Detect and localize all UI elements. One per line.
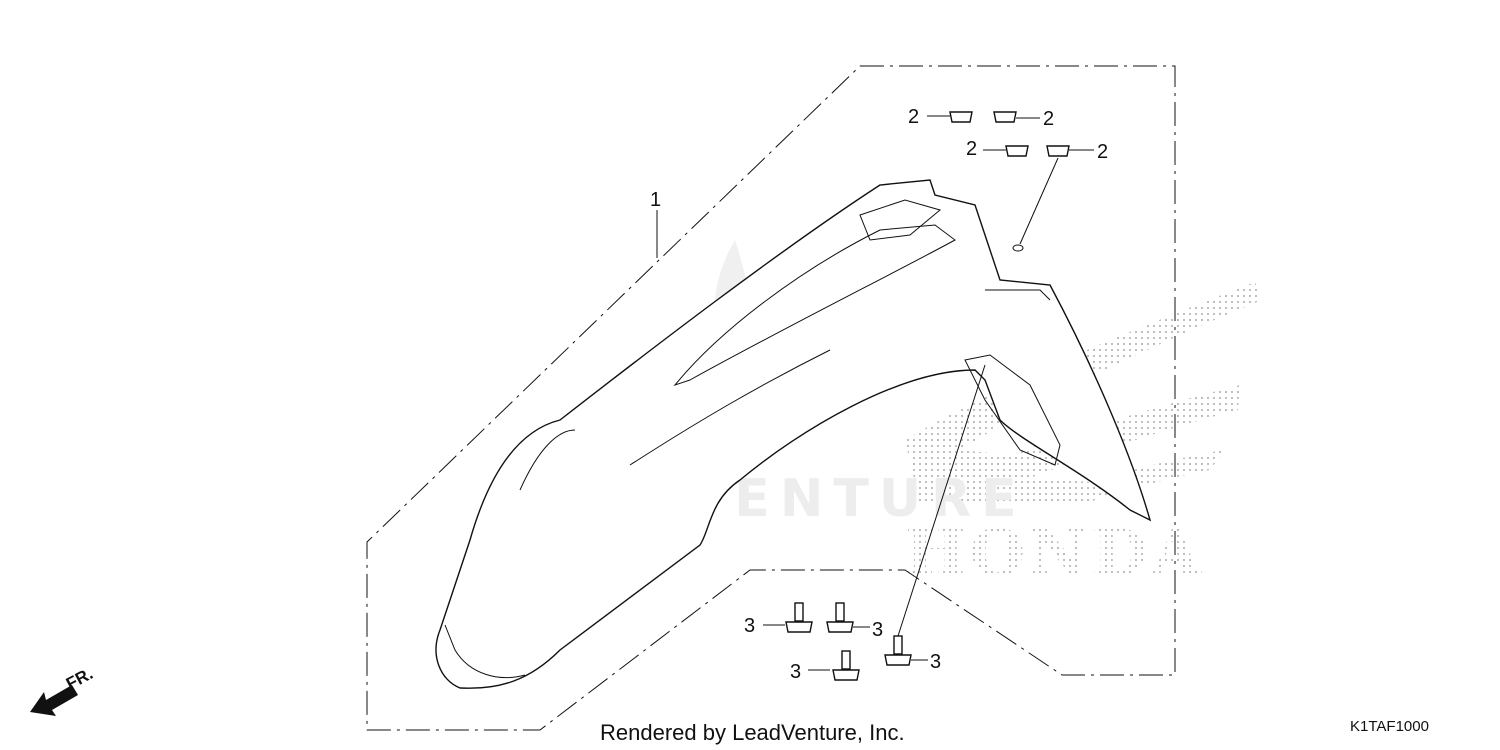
forward-direction-indicator: FR. <box>30 664 96 716</box>
grommet-3 <box>983 145 1029 157</box>
grommet-4 <box>1019 145 1094 245</box>
honda-brand-watermark: HONDA <box>905 516 1205 591</box>
diagram-code: K1TAF1000 <box>1350 718 1429 735</box>
callout-2c-label: 2 <box>966 138 977 160</box>
render-credit: Rendered by LeadVenture, Inc. <box>600 720 905 745</box>
assembly-outline <box>366 65 1176 731</box>
grommet-1 <box>927 111 973 123</box>
fender-tab-line <box>985 289 1051 301</box>
bolt-icon <box>835 602 845 622</box>
front-fender <box>435 179 1152 689</box>
mount-hole <box>1012 244 1024 252</box>
fender-body <box>435 179 1152 689</box>
wing-shape <box>905 282 1262 505</box>
grommet-2 <box>993 111 1040 123</box>
callout-3b-label: 3 <box>872 619 883 641</box>
bolt-icon <box>794 602 804 622</box>
honda-wing-watermark <box>905 282 1262 505</box>
fender-vent <box>859 199 942 241</box>
bolt-to-fender-leader <box>897 364 986 637</box>
bolt-1 <box>763 602 813 633</box>
callout-2b-label: 2 <box>1043 108 1054 130</box>
fender-rim-line <box>444 624 526 678</box>
grommet-icon <box>1005 145 1029 157</box>
grommet-icon <box>993 111 1017 123</box>
bolt-icon <box>893 635 903 655</box>
fender-inner-side <box>964 354 1061 466</box>
bolt-flange <box>884 654 912 666</box>
bolt-flange <box>832 669 860 681</box>
grommet-to-hole-leader <box>1019 157 1059 245</box>
grommet-icon <box>949 111 973 123</box>
bolt-4 <box>884 364 986 666</box>
bolt-3 <box>808 650 860 681</box>
callout-3a-label: 3 <box>744 615 755 637</box>
bolt-flange <box>785 621 813 633</box>
arrow-left-icon <box>30 685 78 716</box>
fender-scoop <box>673 224 956 387</box>
callout-1-label: 1 <box>650 189 661 211</box>
bolt-icon <box>841 650 851 670</box>
fender-crease-line <box>629 349 831 466</box>
fender-edge-line <box>519 429 576 491</box>
bolt-flange <box>826 621 854 633</box>
callout-2a-label: 2 <box>908 106 919 128</box>
bolt-2 <box>826 602 870 633</box>
callout-2d-label: 2 <box>1097 141 1108 163</box>
callout-3d-label: 3 <box>930 651 941 673</box>
callout-3c-label: 3 <box>790 661 801 683</box>
grommet-icon <box>1046 145 1070 157</box>
